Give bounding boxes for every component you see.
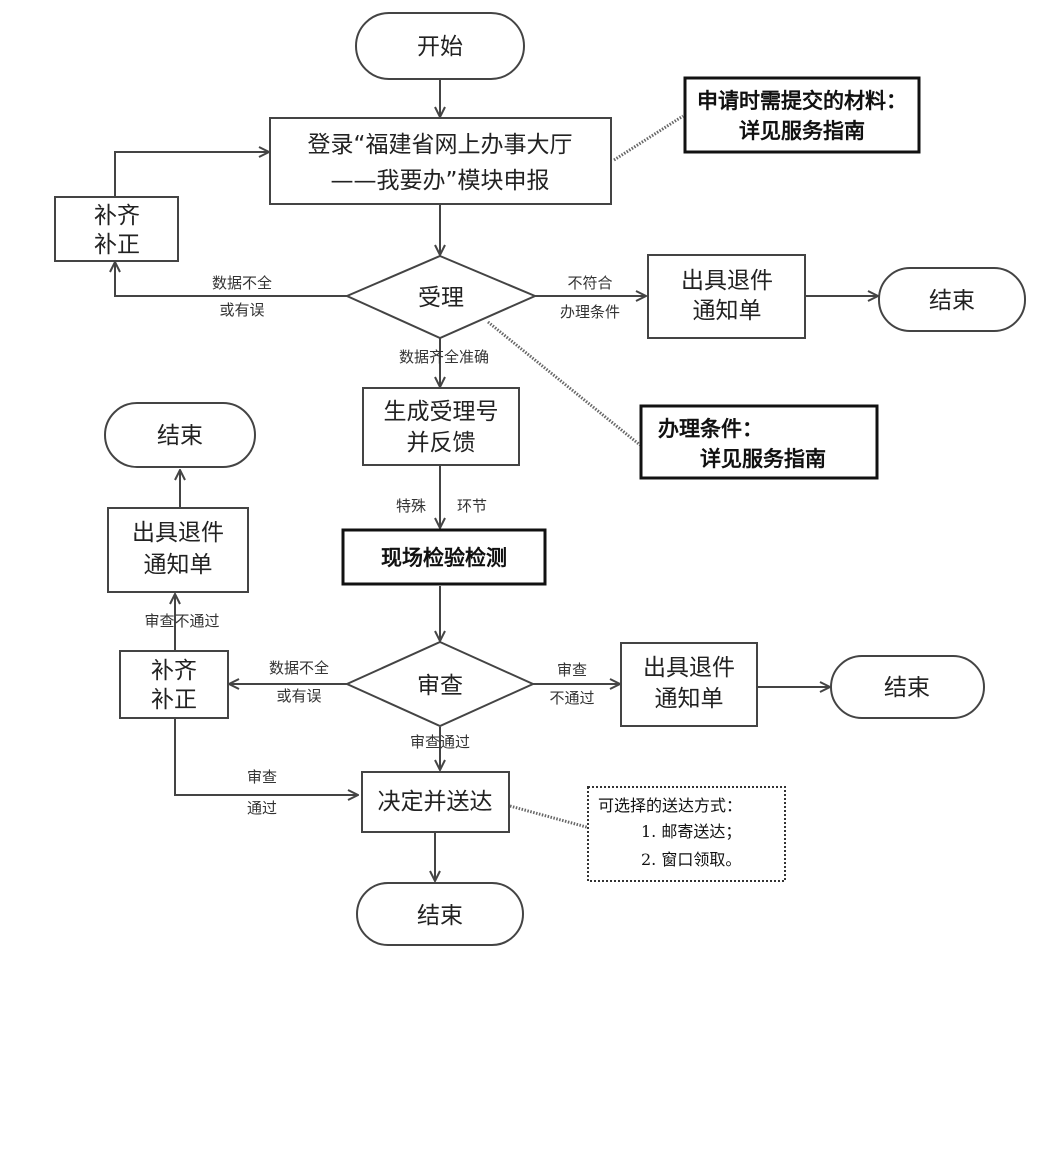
reject-left-process bbox=[107, 507, 249, 593]
reject-top-line1: 出具退件 bbox=[681, 268, 773, 294]
decide-label: 决定并送达 bbox=[378, 789, 493, 815]
label-accept-incomplete-line2: 或有误 bbox=[219, 301, 264, 319]
reject-left-line2: 通知单 bbox=[144, 552, 213, 578]
end-top-right-label: 结束 bbox=[929, 288, 975, 314]
end-bottom-label: 结束 bbox=[417, 903, 463, 929]
supplement-top-line2: 补正 bbox=[94, 232, 140, 258]
review-label: 审查 bbox=[417, 673, 463, 699]
reject-left-line1: 出具退件 bbox=[132, 520, 224, 546]
end-bottom-terminal bbox=[356, 882, 524, 946]
label-accept-not-meet-line1: 不符合 bbox=[567, 274, 612, 292]
delivery-note-line3: 2. 窗口领取。 bbox=[641, 850, 741, 869]
generate-line2: 并反馈 bbox=[407, 430, 476, 456]
supplement-mid-line2: 补正 bbox=[151, 687, 197, 713]
label-review-pass: 审查通过 bbox=[410, 733, 470, 751]
login-process bbox=[269, 117, 612, 205]
supplement-mid-process bbox=[119, 650, 229, 719]
delivery-note-line2: 1. 邮寄送达； bbox=[641, 822, 741, 841]
label-review-fail-right-line1: 审查 bbox=[557, 661, 587, 679]
reject-top-process bbox=[647, 254, 806, 339]
end-top-right-terminal bbox=[878, 267, 1026, 332]
end-mid-right-terminal bbox=[830, 655, 985, 719]
label-accept-not-meet-line2: 办理条件 bbox=[560, 303, 620, 321]
conditions-note-line1: 办理条件： bbox=[658, 417, 763, 441]
end-left-label: 结束 bbox=[157, 423, 203, 449]
label-review-incomplete-line1: 数据不全 bbox=[269, 659, 329, 677]
end-left-terminal bbox=[104, 402, 256, 468]
label-review-fail-right-line2: 不通过 bbox=[549, 689, 594, 707]
accept-decision bbox=[344, 254, 538, 340]
label-special-line1: 特殊 bbox=[396, 497, 426, 515]
reject-top-line2: 通知单 bbox=[693, 298, 762, 324]
onsite-process bbox=[341, 528, 547, 586]
reject-mid-process bbox=[620, 642, 758, 727]
edge-accept-supplement bbox=[115, 262, 347, 297]
supplement-mid-line1: 补齐 bbox=[151, 658, 197, 684]
delivery-note bbox=[587, 786, 786, 882]
review-decision bbox=[344, 640, 536, 728]
edge-supplement-login bbox=[114, 152, 269, 196]
generate-process bbox=[362, 387, 520, 466]
materials-note-line2: 详见服务指南 bbox=[739, 119, 865, 143]
start-terminal bbox=[355, 12, 525, 80]
connector-materials-note bbox=[613, 114, 684, 162]
conditions-note bbox=[639, 404, 879, 480]
connector-conditions-note bbox=[487, 320, 641, 447]
conditions-note-line2: 详见服务指南 bbox=[700, 447, 826, 471]
label-review-fail-up: 审查不通过 bbox=[144, 612, 219, 630]
edge-supplement-decide bbox=[174, 719, 358, 795]
end-mid-right-label: 结束 bbox=[884, 675, 930, 701]
label-special-line2: 环节 bbox=[457, 497, 487, 515]
label-supplement-pass-line2: 通过 bbox=[247, 799, 277, 817]
onsite-label: 现场检验检测 bbox=[381, 546, 507, 570]
edge-labels: 数据不全 或有误 不符合 办理条件 数据齐全准确 特殊 环节 审查不通过 数据不… bbox=[144, 274, 620, 817]
delivery-note-line1: 可选择的送达方式： bbox=[598, 796, 742, 815]
label-review-incomplete-line2: 或有误 bbox=[276, 687, 321, 705]
edges bbox=[115, 80, 878, 881]
label-accept-ok: 数据齐全准确 bbox=[399, 348, 489, 366]
decide-process bbox=[361, 771, 510, 833]
reject-mid-line2: 通知单 bbox=[655, 686, 724, 712]
materials-note-line1: 申请时需提交的材料： bbox=[697, 89, 907, 113]
label-accept-incomplete-line1: 数据不全 bbox=[212, 274, 272, 292]
start-label: 开始 bbox=[417, 34, 463, 60]
login-label-line1: 登录“福建省网上办事大厅 bbox=[308, 132, 573, 158]
label-supplement-pass-line1: 审查 bbox=[247, 768, 277, 786]
reject-mid-line1: 出具退件 bbox=[643, 655, 735, 681]
login-label-line2: ——我要办”模块申报 bbox=[331, 168, 550, 194]
connector-delivery-note bbox=[509, 804, 591, 830]
nodes: 开始 登录“福建省网上办事大厅 ——我要办”模块申报 申请时需提交的材料： 详见… bbox=[54, 12, 1026, 946]
supplement-top-line1: 补齐 bbox=[94, 203, 140, 229]
generate-line1: 生成受理号 bbox=[384, 399, 499, 425]
supplement-top-process bbox=[54, 196, 179, 262]
accept-label: 受理 bbox=[418, 285, 464, 311]
materials-note bbox=[683, 76, 921, 154]
